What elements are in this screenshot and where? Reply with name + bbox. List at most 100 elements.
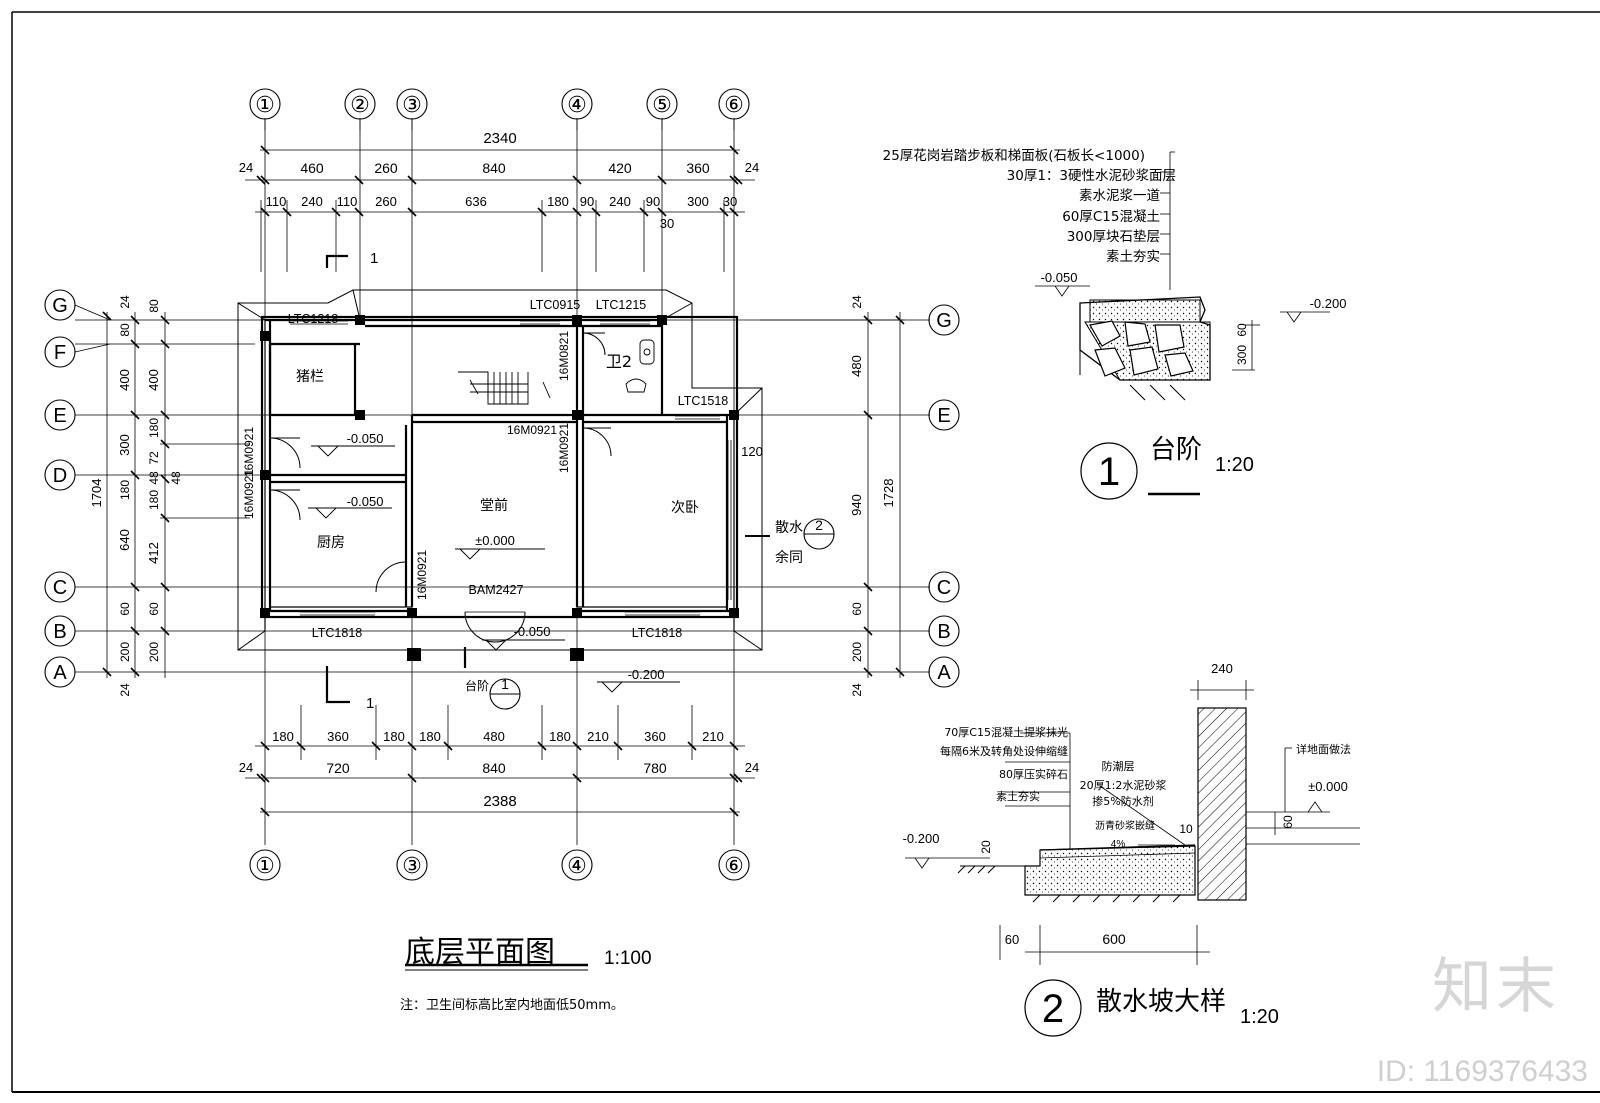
label-ltc1218: LTC1218 [288,312,339,326]
axis-4-top: ④ [567,92,587,117]
section-marks [325,254,467,704]
detail1-layer-4: 60厚C15混凝土 [1062,209,1160,225]
apron-same: 余同 [775,549,803,566]
label-m0921-hall: 16M0921 [507,423,557,437]
dim-right-60: 60 [850,602,864,616]
axis-a-right: A [937,662,951,684]
detail2-wall-dim: 240 [1211,661,1233,676]
dim-right-200: 200 [850,642,864,662]
dim-left-180b: 180 [147,490,161,510]
detail2-slope: 4% [1111,839,1126,850]
axis-g-left: G [52,295,68,317]
room-hall: 堂前 [480,497,508,514]
windows [290,320,732,616]
dim-top-840: 840 [482,160,506,176]
label-m0921-kitchen: 16M0921 [242,469,256,519]
image-id: ID: 1169376433 [1376,1055,1588,1088]
dim-left-60a: 60 [118,602,132,616]
dim-top-360: 360 [686,160,710,176]
detail2-dim-600: 600 [1102,931,1126,947]
dim-right-940: 940 [849,494,864,516]
dim-top2-30: 30 [723,194,737,209]
axis-b-right: B [937,621,950,643]
label-ltc1518: LTC1518 [678,394,729,408]
dim-top2-240b: 240 [609,194,631,209]
dim-left-72: 72 [147,451,161,465]
detail1-layer-1: 25厚花岗岩踏步板和梯面板(石板长<1000) [883,148,1145,164]
detail2-layer-1: 70厚C15混凝土提浆抹光 [944,725,1068,739]
detail2-level-in: ±0.000 [1308,779,1348,794]
detail1-level-bottom: -0.200 [1310,296,1347,311]
dim-bot2-24-right: 24 [745,760,759,775]
dim-left-400b: 400 [146,369,161,391]
dim-top2-90a: 90 [580,194,594,209]
label-m0921-bed: 16M0921 [557,423,571,473]
label-ltc1818-left: LTC1818 [312,626,363,640]
detail1-scale: 1:20 [1215,454,1254,476]
dim-top2-636: 636 [465,194,487,209]
axis-e-left: E [53,405,66,427]
dim-top-24-right: 24 [745,160,759,175]
detail2-rise: 60 [1281,815,1295,829]
dim-left-24: 24 [118,295,132,309]
detail-1-steps [1035,151,1330,500]
dim-top-total: 2340 [483,130,516,147]
room-wc: 卫2 [606,352,632,371]
label-m0921-kitchen2: 16M0921 [415,550,429,600]
detail2-dpc-mix1: 20厚1:2水泥砂浆 [1080,778,1167,792]
dim-bot2-780: 780 [643,760,667,776]
step-label: 台阶 [465,678,489,693]
dim-bot-180a: 180 [272,729,294,744]
step-ref-number: 1 [501,676,509,692]
dim-top2-300: 300 [687,194,709,209]
dim-right-total: 1728 [881,479,896,508]
axis-leaders [74,119,735,353]
label-ltc1215: LTC1215 [596,298,647,312]
axis-d-left: D [53,465,67,487]
dim-left-24b: 24 [118,683,132,697]
dim-top-260: 260 [374,160,398,176]
level-kitchen: -0.050 [347,494,384,509]
dim-left-180c: 180 [118,480,132,500]
dim-left-200a: 200 [118,642,132,662]
columns [260,315,739,661]
axis-6-bottom: ⑥ [724,853,744,878]
dimension-lines-bottom [245,705,755,817]
watermark-logo: 知末 [1432,952,1560,1022]
axis-4-bottom: ④ [567,853,587,878]
detail1-dim-60: 60 [1235,323,1249,337]
dim-bot-180c: 180 [419,729,441,744]
detail-2-apron [905,680,1360,1037]
room-secondary-bedroom: 次卧 [671,500,699,516]
detail1-layer-2: 30厚1：3硬性水泥砂浆面层 [1007,168,1176,184]
dim-right-480: 480 [849,355,864,377]
detail2-number: 2 [1042,987,1064,1031]
level-pigpen: -0.050 [347,431,384,446]
axis-3-bottom: ③ [402,853,422,878]
dim-left-200b: 200 [147,642,161,662]
detail2-dpc: 防潮层 [1102,759,1135,773]
dim-bot2-840: 840 [482,760,506,776]
detail2-layer-4: 素土夯实 [996,789,1040,803]
label-bam2427: BAM2427 [469,583,524,597]
detail1-level-top: -0.050 [1041,270,1078,285]
room-pigpen: 猪栏 [296,369,324,385]
dim-bot-total: 2388 [483,793,516,810]
dim-left-80: 80 [118,323,132,337]
detail2-scale: 1:20 [1240,1006,1279,1028]
detail2-dim-60: 60 [1005,932,1019,947]
axis-c-left: C [53,577,67,599]
dim-left-412: 412 [146,542,161,564]
apron-ref-number: 2 [815,517,823,533]
label-ltc1818-right: LTC1818 [632,626,683,640]
dim-left-300: 300 [117,434,132,456]
section-mark-top: 1 [370,250,378,267]
detail2-thick: 20 [979,840,993,854]
wc-fixtures [625,339,655,393]
dimension-lines-top [245,145,755,272]
dim-right-120: 120 [741,444,763,459]
apron-label: 散水 [775,520,803,536]
dimension-lines-left [102,311,250,678]
dim-top2-240a: 240 [301,194,323,209]
